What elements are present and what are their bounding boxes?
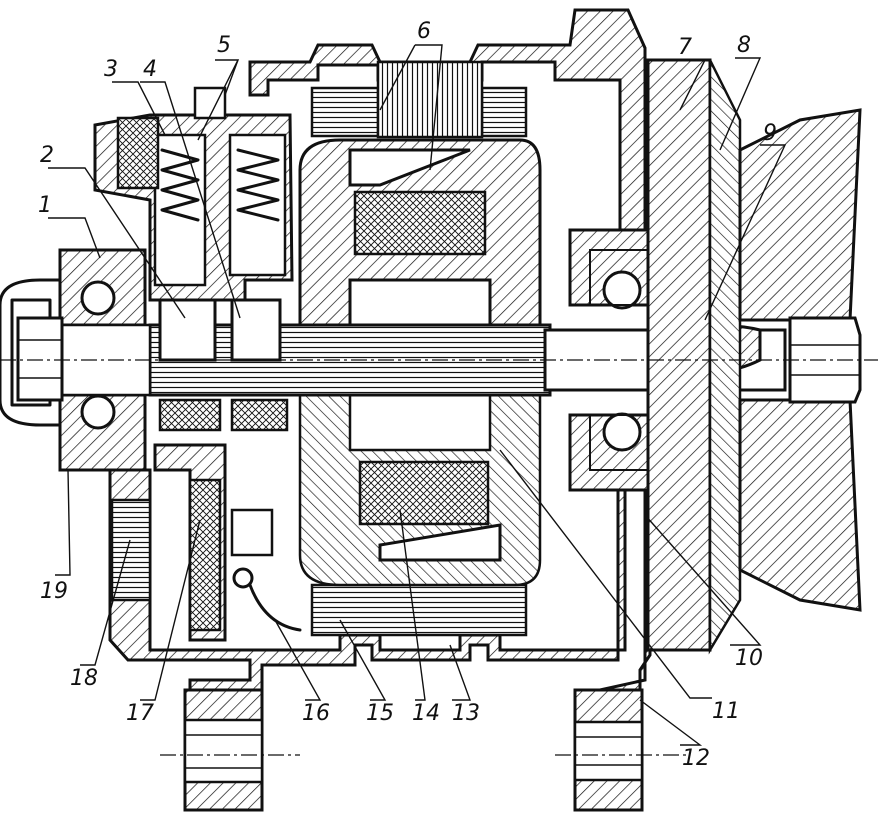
callout-2: 2 — [40, 143, 54, 168]
callout-16: 16 — [302, 701, 330, 726]
stator-core — [310, 60, 528, 637]
callout-18: 18 — [70, 666, 98, 691]
callout-12: 12 — [682, 746, 710, 771]
callout-5: 5 — [217, 33, 231, 58]
callout-17: 17 — [126, 701, 154, 726]
callout-labels: 1 2 3 4 5 6 7 8 9 10 11 12 13 14 15 16 1… — [38, 19, 777, 771]
brush-holder — [93, 86, 294, 362]
callout-19: 19 — [40, 579, 68, 604]
callout-leaders — [48, 44, 787, 746]
callout-1: 1 — [38, 193, 52, 218]
callout-14: 14 — [412, 701, 440, 726]
callout-15: 15 — [366, 701, 394, 726]
callout-4: 4 — [143, 57, 157, 82]
callout-10: 10 — [735, 646, 763, 671]
callout-11: 11 — [712, 699, 740, 724]
callout-7: 7 — [678, 35, 692, 60]
rectifier-assembly — [110, 398, 302, 642]
callout-8: 8 — [737, 33, 751, 58]
alternator-housing — [108, 8, 652, 812]
callout-13: 13 — [452, 701, 480, 726]
rotor-claw-poles — [298, 138, 542, 587]
callout-6: 6 — [417, 19, 431, 44]
callout-9: 9 — [763, 121, 777, 146]
callout-3: 3 — [104, 57, 118, 82]
